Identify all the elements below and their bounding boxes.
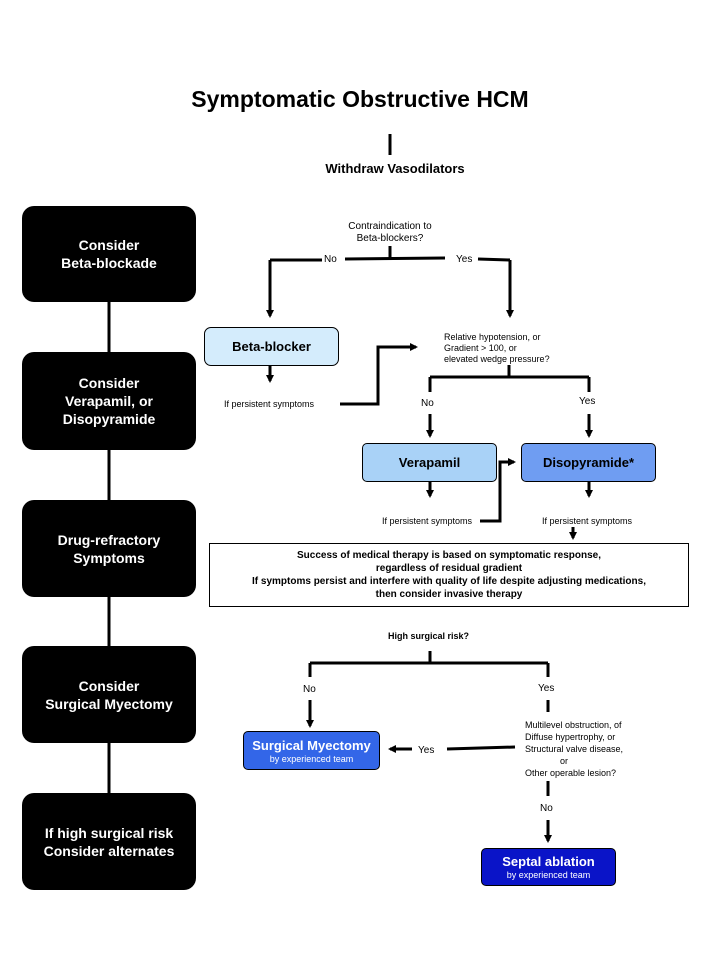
- side-step-label: Consider Beta-blockade: [61, 237, 157, 271]
- hypotension-no-label: No: [421, 398, 434, 409]
- multilevel-question: Multilevel obstruction, of Diffuse hyper…: [525, 720, 624, 778]
- surgical-myectomy-box: Surgical Myectomy by experienced team: [243, 731, 380, 770]
- side-step-label: Consider Surgical Myectomy: [45, 677, 173, 712]
- surgical-risk-yes-label: Yes: [538, 683, 555, 694]
- septal-ablation-box: Septal ablation by experienced team: [481, 848, 616, 886]
- surgical-myectomy-sublabel: by experienced team: [269, 753, 354, 764]
- disopyramide-box: Disopyramide*: [521, 443, 656, 482]
- septal-ablation-label: Septal ablation: [502, 854, 595, 869]
- contraindication-question: Contraindication to Beta-blockers?: [348, 221, 432, 244]
- note-line: regardless of residual gradient: [375, 563, 523, 574]
- persistent-symptoms-label-3: If persistent symptoms: [542, 516, 633, 526]
- side-step-drug-refractory: Drug-refractory Symptoms: [22, 500, 196, 597]
- side-step-alternates: If high surgical risk Consider alternate…: [22, 793, 196, 890]
- note-line: If symptoms persist and interfere with q…: [252, 576, 646, 587]
- verapamil-label: Verapamil: [398, 455, 461, 470]
- beta-blocker-box: Beta-blocker: [204, 327, 339, 366]
- side-step-verapamil-disopyramide: Consider Verapamil, or Disopyramide: [22, 352, 196, 450]
- side-step-label: If high surgical risk Consider alternate…: [43, 824, 175, 859]
- contraindication-yes-label: Yes: [456, 254, 473, 265]
- note-line: then consider invasive therapy: [375, 589, 523, 600]
- beta-blocker-label: Beta-blocker: [232, 339, 311, 354]
- persistent-symptoms-label-1: If persistent symptoms: [224, 399, 315, 409]
- persistent-symptoms-label-2: If persistent symptoms: [382, 516, 473, 526]
- disopyramide-label: Disopyramide*: [542, 455, 635, 470]
- side-step-label: Drug-refractory Symptoms: [57, 531, 161, 566]
- note-line: Success of medical therapy is based on s…: [297, 550, 601, 561]
- medical-therapy-note: Success of medical therapy is based on s…: [209, 543, 689, 607]
- side-step-surgical-myectomy: Consider Surgical Myectomy: [22, 646, 196, 743]
- page-title: Symptomatic Obstructive HCM: [191, 86, 529, 112]
- hypotension-yes-label: Yes: [579, 396, 596, 407]
- side-step-label: Consider Verapamil, or Disopyramide: [62, 375, 156, 427]
- verapamil-box: Verapamil: [362, 443, 497, 482]
- contraindication-no-label: No: [324, 254, 337, 265]
- surgical-risk-question: High surgical risk?: [388, 631, 470, 641]
- multilevel-yes-label: Yes: [418, 745, 435, 756]
- surgical-risk-no-label: No: [303, 684, 316, 695]
- hypotension-question: Relative hypotension, or Gradient > 100,…: [444, 332, 550, 364]
- withdraw-vasodilators-label: Withdraw Vasodilators: [325, 161, 465, 176]
- side-step-beta-blockade: Consider Beta-blockade: [22, 206, 196, 302]
- surgical-myectomy-label: Surgical Myectomy: [252, 737, 371, 753]
- multilevel-no-label: No: [540, 803, 553, 814]
- septal-ablation-sublabel: by experienced team: [506, 870, 591, 880]
